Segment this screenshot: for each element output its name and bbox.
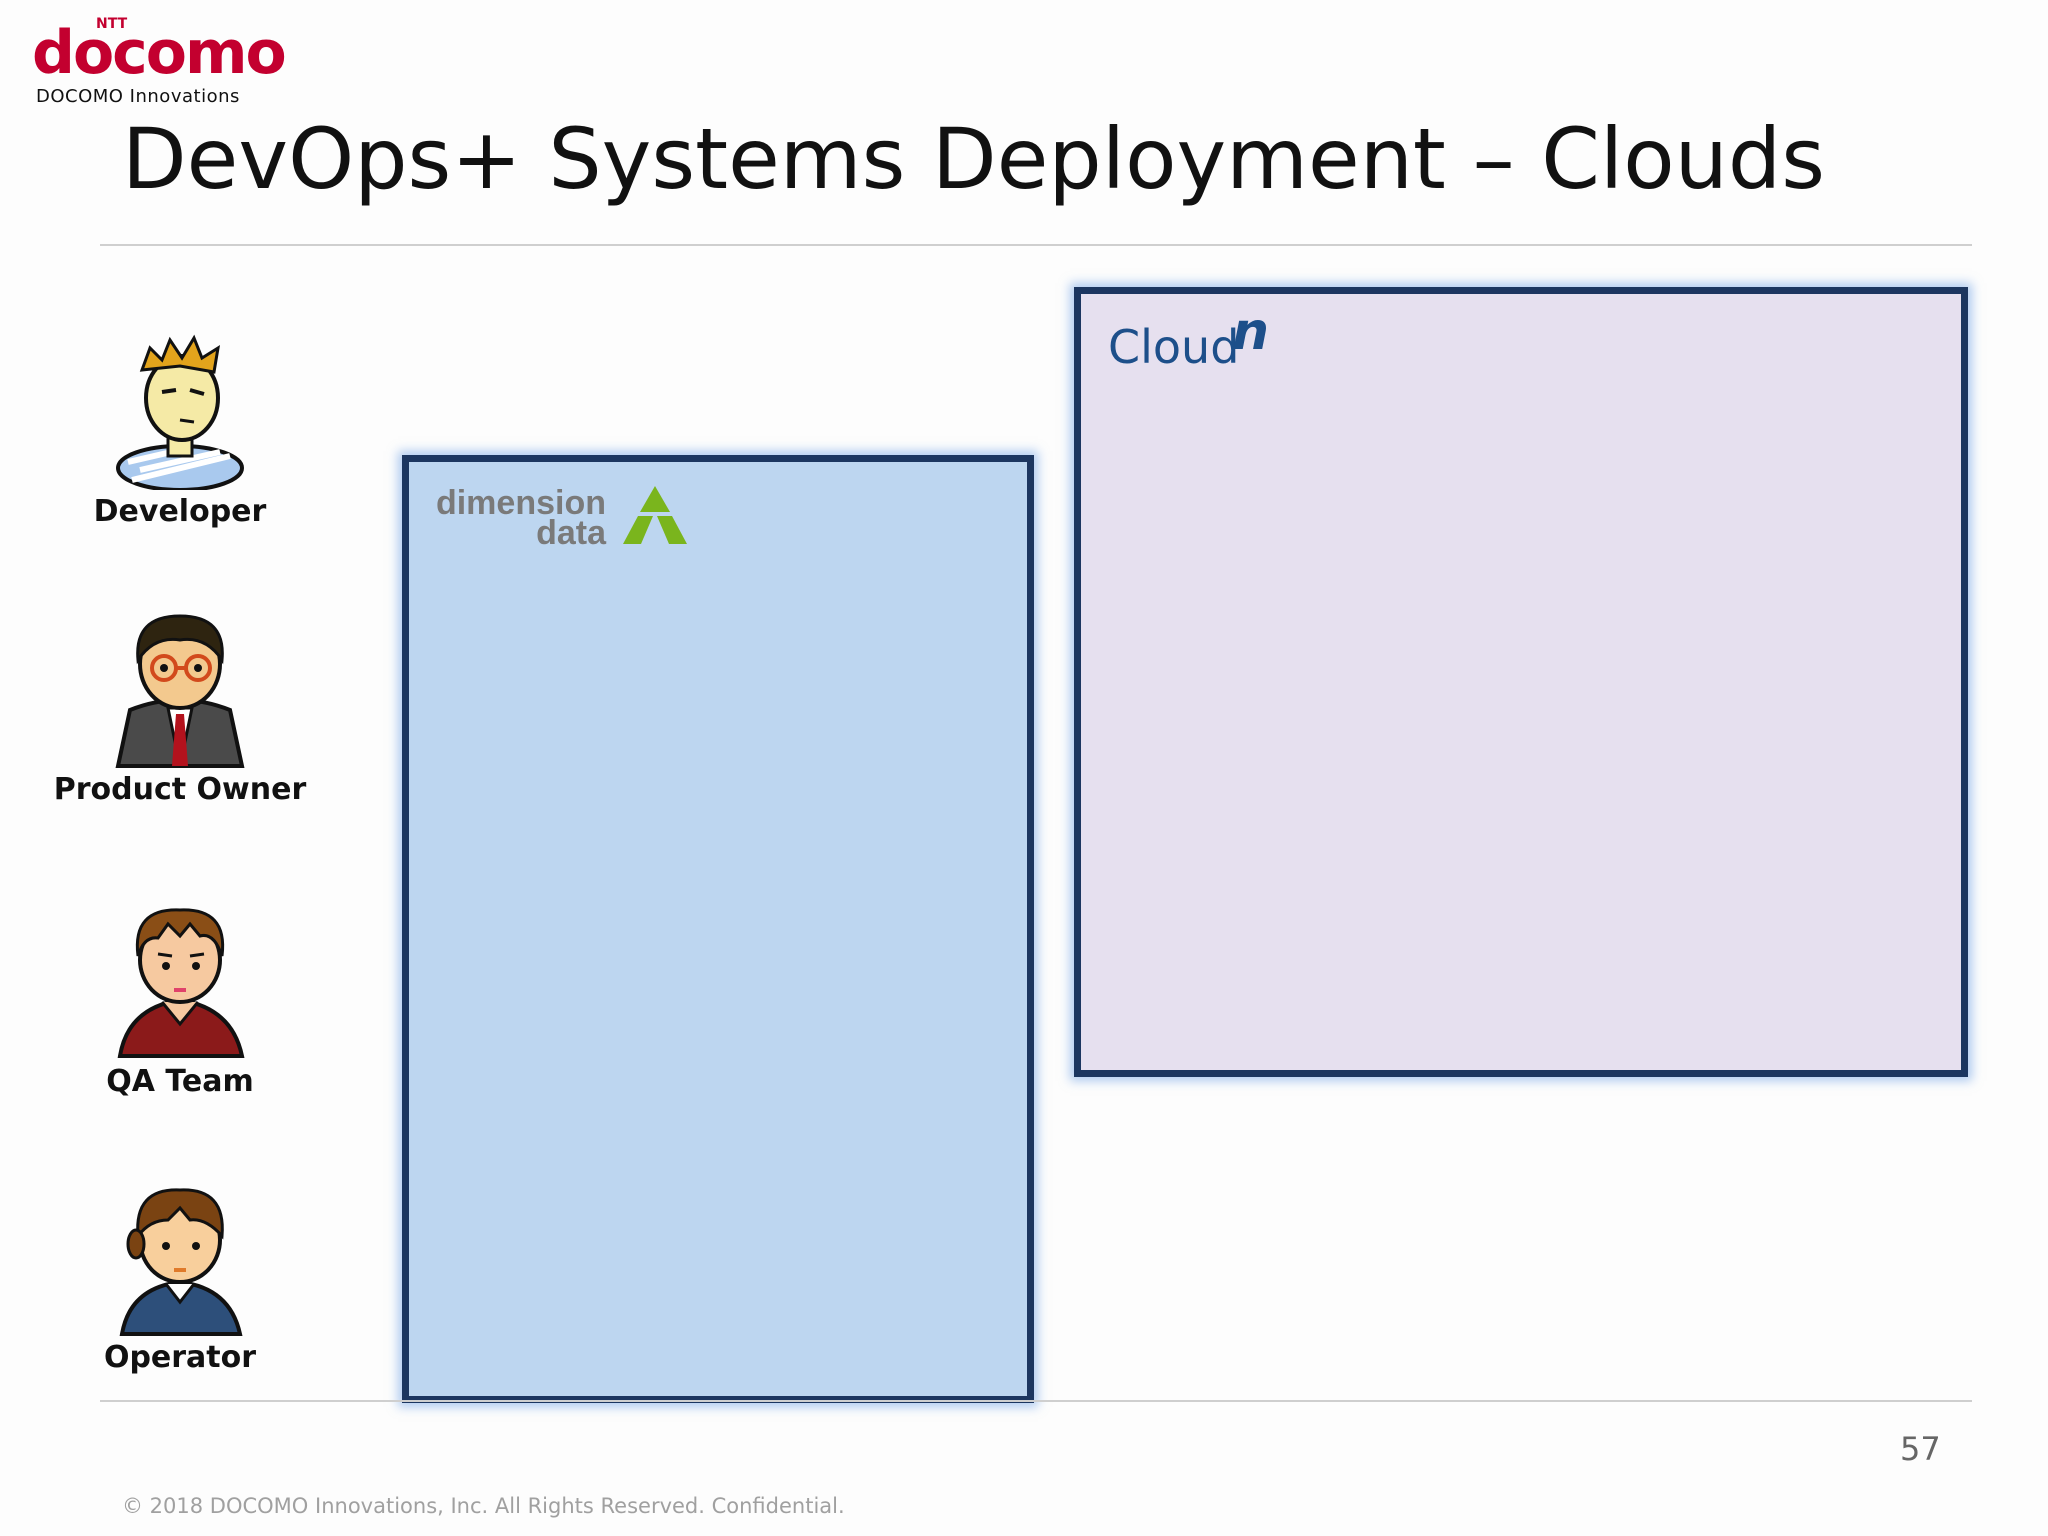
cloudn-word: Cloud xyxy=(1108,320,1240,374)
page-number: 57 xyxy=(1900,1430,1941,1468)
dimension-data-line1: dimension xyxy=(435,484,606,522)
persona-label: Developer xyxy=(93,494,267,529)
cloudn-superscript: n xyxy=(1232,302,1270,362)
persona-label: Operator xyxy=(103,1340,257,1375)
developer-person-icon xyxy=(116,334,244,490)
cloudn-cloud-box xyxy=(1074,287,1968,1077)
product-owner-person-icon xyxy=(115,614,245,768)
cloudn-logo: Cloud n xyxy=(1108,302,1368,388)
dimension-data-line2: data xyxy=(536,514,606,552)
dimension-data-triangle-icon xyxy=(623,486,687,544)
operator-person-icon xyxy=(119,1188,243,1336)
docomo-logo: NTT docomo DOCOMO Innovations xyxy=(28,10,288,110)
dimension-data-cloud-box xyxy=(402,455,1034,1403)
ntt-mark: NTT xyxy=(96,16,128,32)
copyright-notice: © 2018 DOCOMO Innovations, Inc. All Righ… xyxy=(122,1494,845,1518)
docomo-innovations-label: DOCOMO Innovations xyxy=(36,86,240,107)
title-divider xyxy=(100,244,1972,246)
persona-qa-team: QA Team xyxy=(30,896,330,1099)
persona-label: Product Owner xyxy=(53,772,307,807)
persona-developer: Developer xyxy=(30,330,330,529)
qa-team-person-icon xyxy=(117,908,245,1058)
footer-divider xyxy=(100,1400,1972,1402)
docomo-brand: docomo xyxy=(32,18,287,88)
slide-title: DevOps+ Systems Deployment – Clouds xyxy=(122,110,1825,208)
persona-operator: Operator xyxy=(30,1178,330,1375)
persona-label: QA Team xyxy=(106,1064,254,1099)
persona-product-owner: Product Owner xyxy=(30,606,330,807)
dimension-data-logo: dimension data xyxy=(432,484,712,568)
